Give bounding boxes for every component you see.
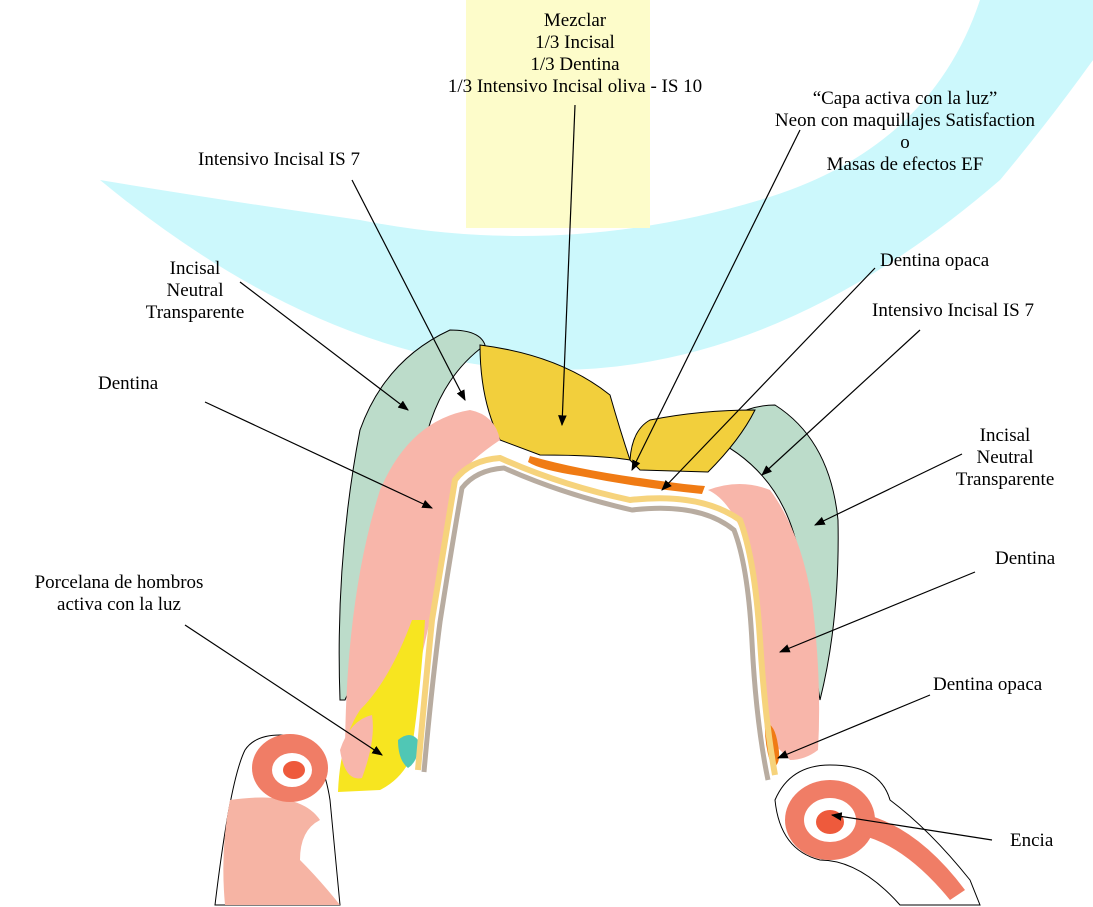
label-porcelana-line-1: Porcelana de hombros <box>6 572 232 594</box>
label-incisal-right-line-3: Transparente <box>935 469 1075 491</box>
arrow-intensivo-right <box>762 330 920 475</box>
label-capa-activa-line-4: Masas de efectos EF <box>735 154 1075 176</box>
label-capa-activa: “Capa activa con la luz” Neon con maquil… <box>735 88 1075 176</box>
label-porcelana: Porcelana de hombros activa con la luz <box>6 572 232 616</box>
label-porcelana-line-2: activa con la luz <box>6 594 232 616</box>
label-encia: Encia <box>1010 830 1053 852</box>
label-mezclar-line-4: 1/3 Intensivo Incisal oliva - IS 10 <box>400 76 750 98</box>
gum-left <box>215 734 340 905</box>
gum-right <box>775 765 980 905</box>
label-incisal-left-line-2: Neutral <box>125 280 265 302</box>
core-line <box>424 468 768 780</box>
label-dentina-right: Dentina <box>995 548 1055 570</box>
label-intensivo-left: Intensivo Incisal IS 7 <box>198 149 360 171</box>
label-dentina-opaca-bottom: Dentina opaca <box>933 674 1042 696</box>
label-incisal-left: Incisal Neutral Transparente <box>125 258 265 324</box>
label-mezclar-line-2: 1/3 Incisal <box>400 32 750 54</box>
label-mezclar: Mezclar 1/3 Incisal 1/3 Dentina 1/3 Inte… <box>400 10 750 98</box>
label-capa-activa-line-2: Neon con maquillajes Satisfaction <box>735 110 1075 132</box>
label-incisal-left-line-3: Transparente <box>125 302 265 324</box>
core-liner <box>418 458 775 775</box>
label-dentina-opaca-top: Dentina opaca <box>880 250 989 272</box>
label-mezclar-line-3: 1/3 Dentina <box>400 54 750 76</box>
label-incisal-right-line-1: Incisal <box>935 425 1075 447</box>
label-capa-activa-line-3: o <box>735 132 1075 154</box>
label-dentina-left: Dentina <box>98 373 158 395</box>
label-incisal-right-line-2: Neutral <box>935 447 1075 469</box>
label-incisal-right: Incisal Neutral Transparente <box>935 425 1075 491</box>
label-incisal-left-line-1: Incisal <box>125 258 265 280</box>
label-capa-activa-line-1: “Capa activa con la luz” <box>735 88 1075 110</box>
label-mezclar-line-1: Mezclar <box>400 10 750 32</box>
label-intensivo-right: Intensivo Incisal IS 7 <box>872 300 1034 322</box>
